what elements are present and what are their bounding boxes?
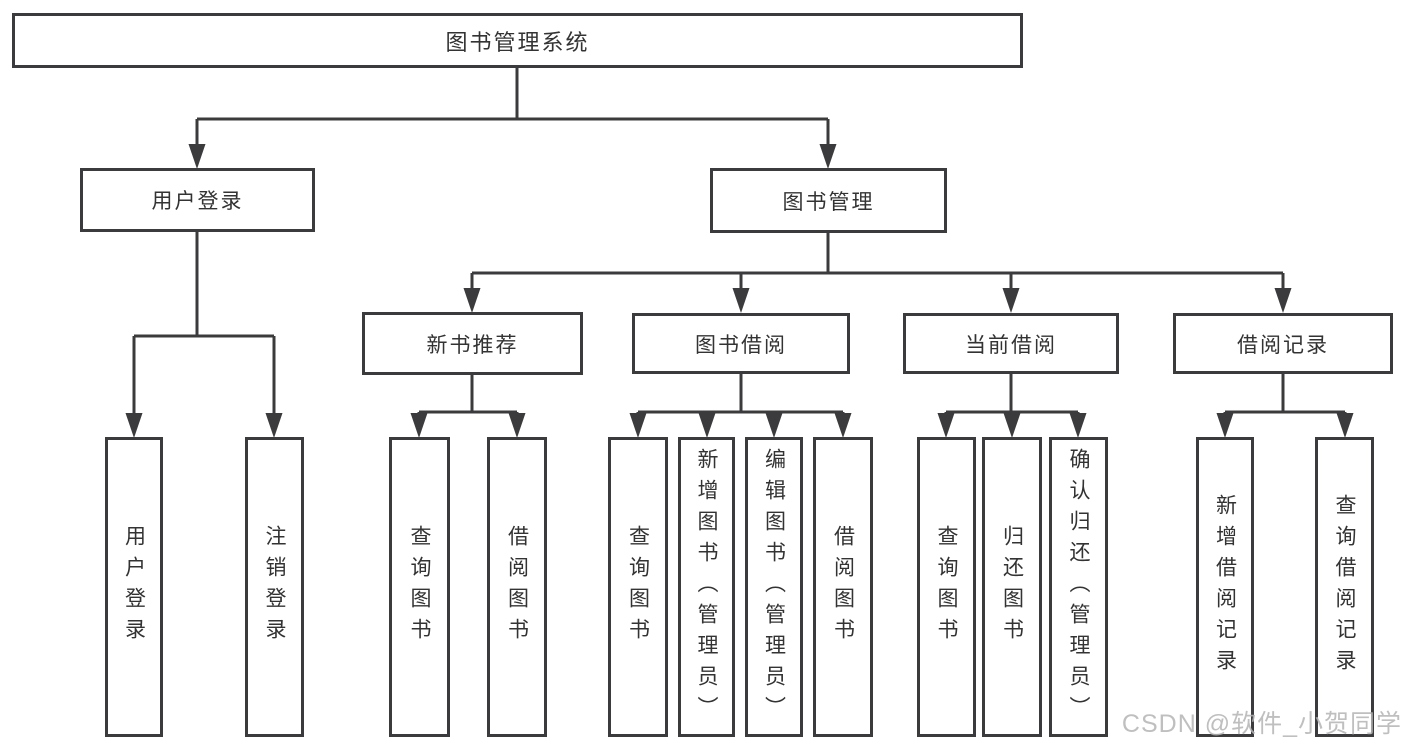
node-current-borrowing: 当前借阅 <box>903 313 1119 374</box>
node-borrow-books-leaf: 借阅图书 <box>813 437 873 737</box>
node-borrowing-records: 借阅记录 <box>1173 313 1393 374</box>
arrow-down-icon <box>188 144 206 169</box>
arrow-down-icon <box>698 413 716 438</box>
connector-current-borrow-branch <box>937 374 1087 438</box>
arrow-down-icon <box>463 288 481 313</box>
node-add-borrow-record: 新增借阅记录 <box>1196 437 1254 737</box>
node-logout: 注销登录 <box>245 437 304 737</box>
arrow-down-icon <box>819 144 837 169</box>
arrow-down-icon <box>125 413 143 438</box>
connector-borrow-records-branch <box>1216 374 1354 438</box>
arrow-down-icon <box>508 413 526 438</box>
arrow-down-icon <box>1069 413 1087 438</box>
node-user-login: 用户登录 <box>80 168 315 232</box>
arrow-down-icon <box>1274 288 1292 313</box>
arrow-down-icon <box>765 413 783 438</box>
arrow-down-icon <box>834 413 852 438</box>
node-query-books-current: 查询图书 <box>917 437 976 737</box>
connector-user-login-branch <box>125 232 283 438</box>
node-return-books: 归还图书 <box>982 437 1042 737</box>
connector-new-book-branch <box>410 375 526 438</box>
node-user-login-leaf: 用户登录 <box>105 437 163 737</box>
arrow-down-icon <box>629 413 647 438</box>
connector-root-branch <box>188 68 837 169</box>
node-add-books-admin: 新增图书（管理员） <box>678 437 735 737</box>
arrow-down-icon <box>1336 413 1354 438</box>
node-query-borrow-record: 查询借阅记录 <box>1315 437 1374 737</box>
node-confirm-return-admin: 确认归还（管理员） <box>1049 437 1108 737</box>
node-library-system: 图书管理系统 <box>12 13 1023 68</box>
arrow-down-icon <box>1003 413 1021 438</box>
node-query-books-recommend: 查询图书 <box>389 437 450 737</box>
node-new-book-recommend: 新书推荐 <box>362 312 583 375</box>
arrow-down-icon <box>1002 288 1020 313</box>
arrow-down-icon <box>1216 413 1234 438</box>
connector-book-management-branch <box>463 233 1292 313</box>
watermark: CSDN @软件_小贺同学 <box>1121 710 1402 738</box>
arrow-down-icon <box>732 288 750 313</box>
node-borrow-books-recommend: 借阅图书 <box>487 437 547 737</box>
connector-book-borrow-branch <box>629 374 852 438</box>
arrow-down-icon <box>937 413 955 438</box>
node-query-books-borrow: 查询图书 <box>608 437 668 737</box>
node-edit-books-admin: 编辑图书（管理员） <box>745 437 803 737</box>
node-book-management: 图书管理 <box>710 168 947 233</box>
arrow-down-icon <box>410 413 428 438</box>
node-book-borrowing: 图书借阅 <box>632 313 850 374</box>
arrow-down-icon <box>265 413 283 438</box>
